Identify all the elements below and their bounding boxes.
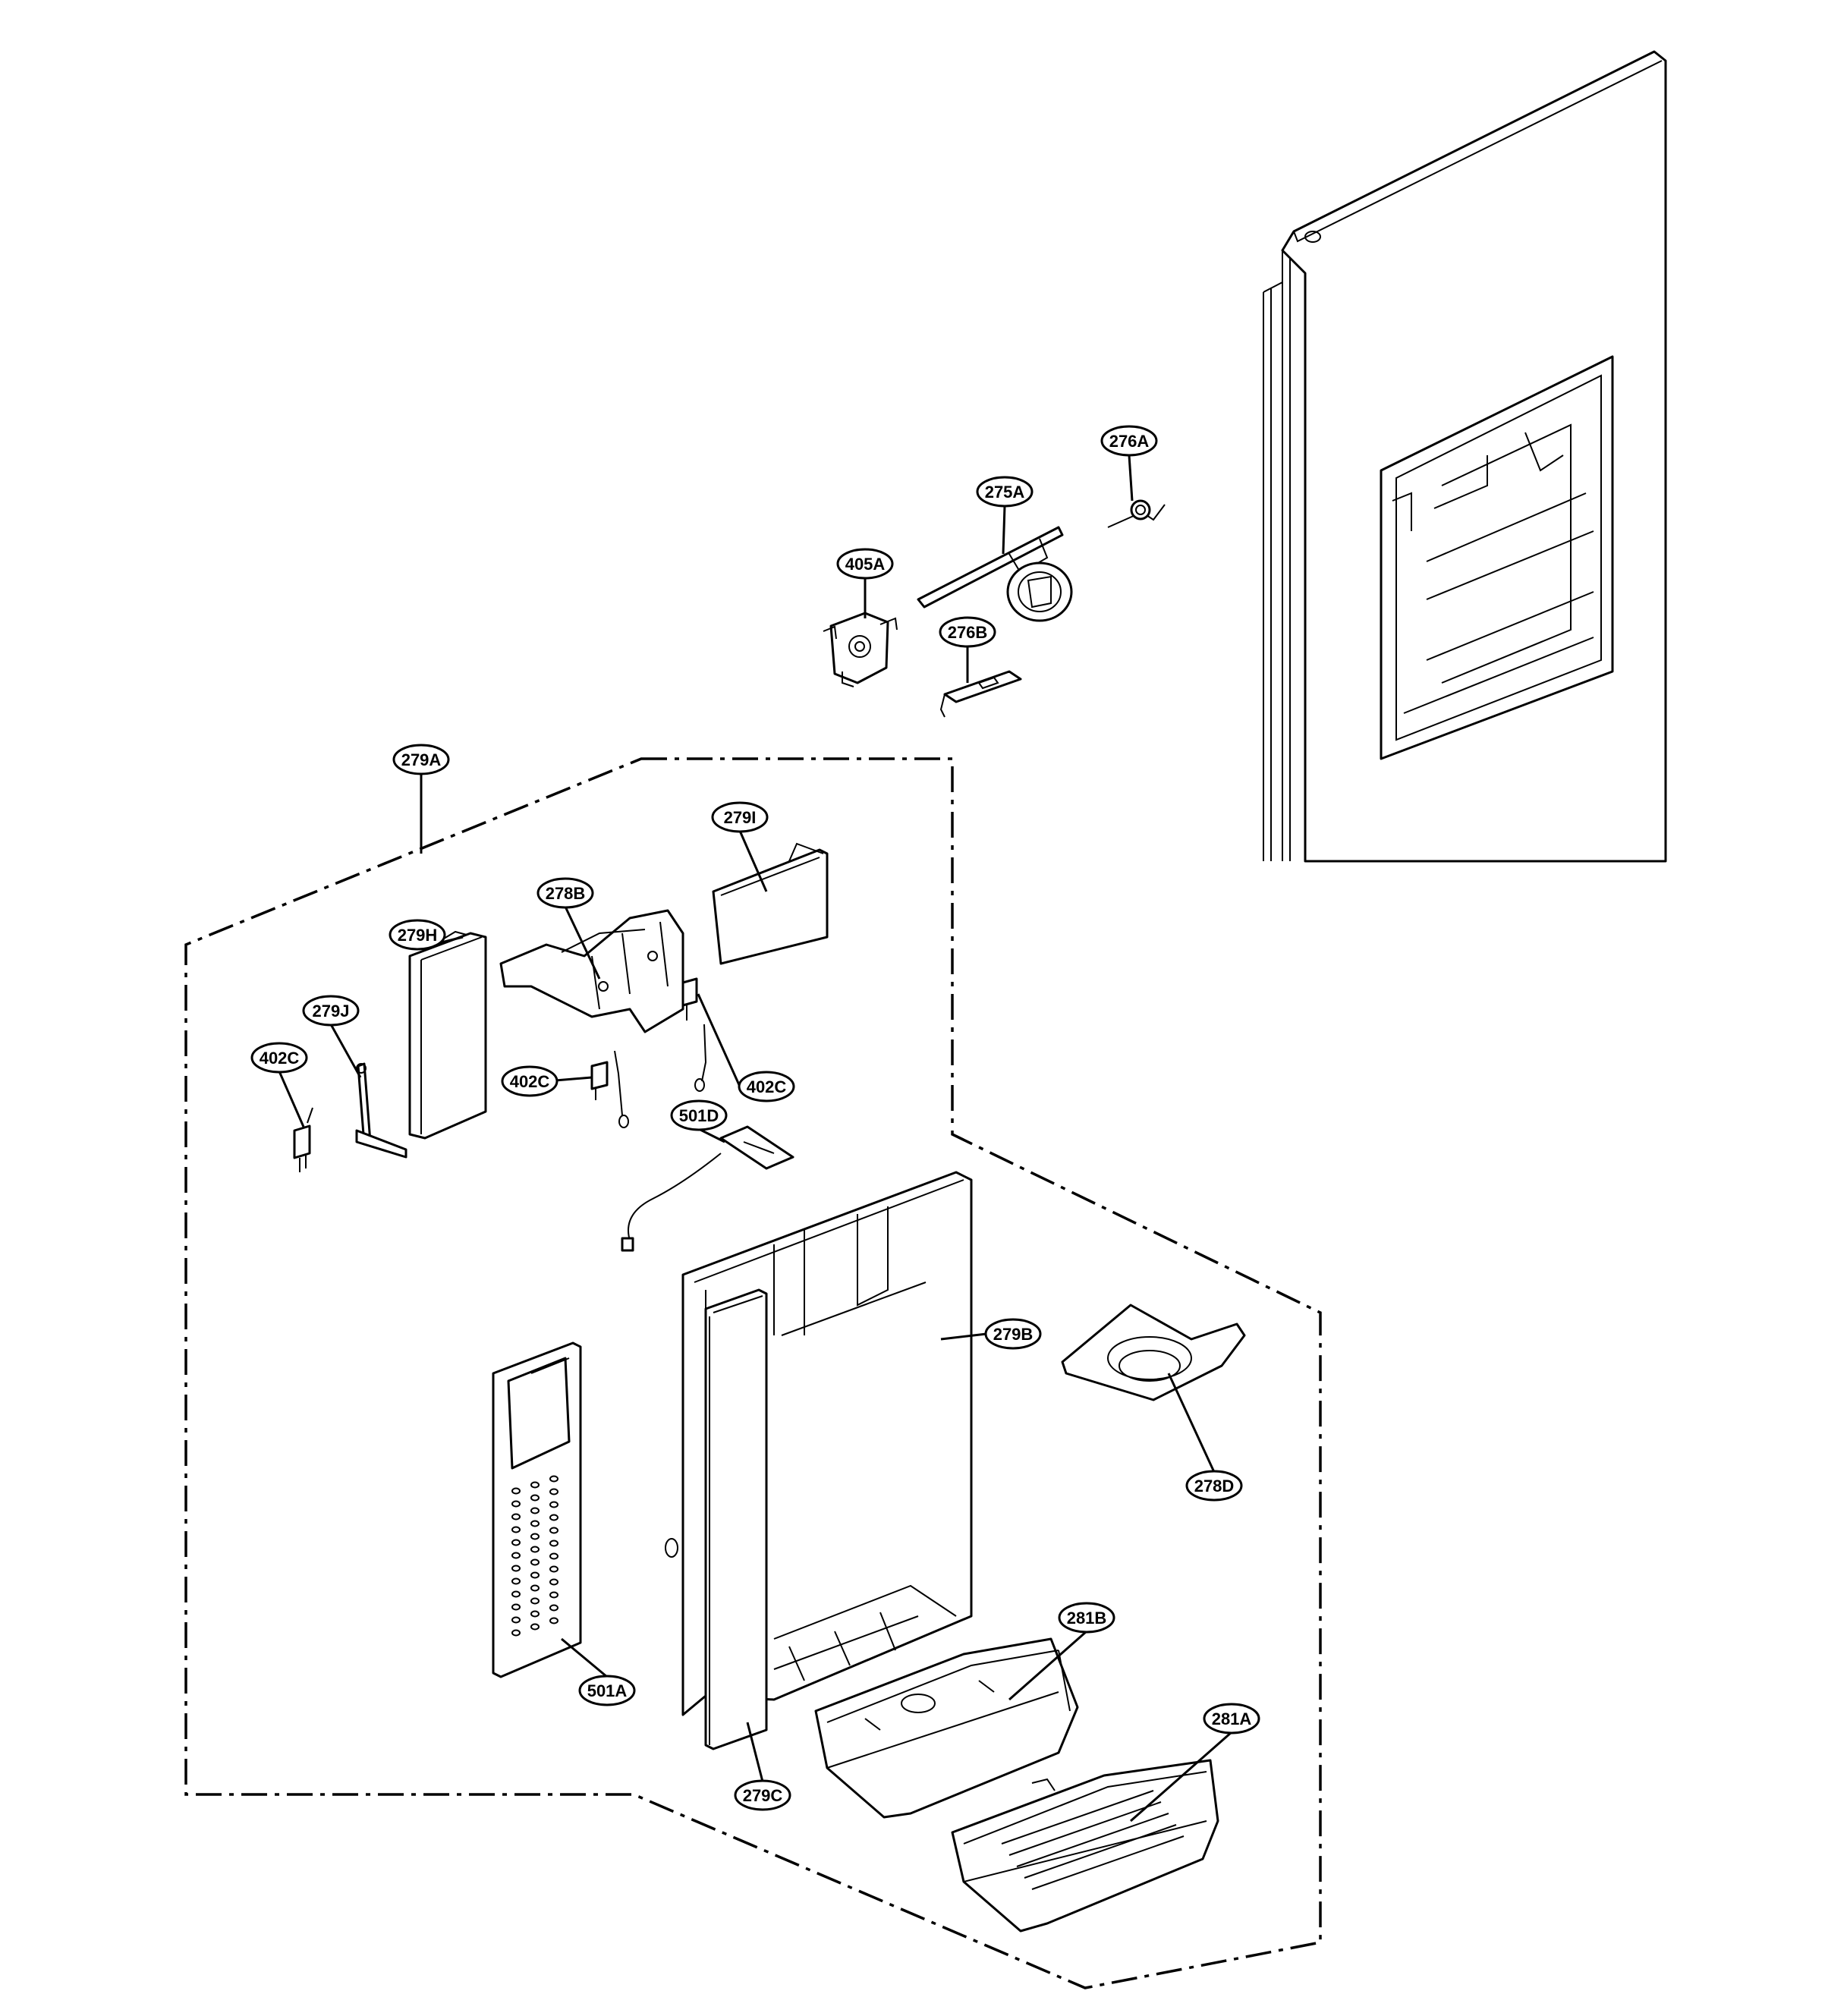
switch-402c-right [681,977,707,1092]
pcb-501a-buttons [511,1475,558,1637]
pcb-button [549,1514,558,1521]
pcb-button [511,1500,521,1508]
pcb-button [549,1501,558,1508]
pcb-button [549,1578,558,1586]
pcb-button [530,1597,540,1605]
pcb-button [530,1558,540,1566]
pcb-button [511,1487,521,1495]
svg-text:279I: 279I [724,808,757,827]
pcb-button [530,1507,540,1514]
svg-text:276A: 276A [1109,432,1150,451]
pcb-button [511,1526,521,1533]
pcb-button [511,1590,521,1598]
pcb-button [511,1603,521,1611]
callout-278d: 278D [1185,1470,1243,1502]
svg-text:279J: 279J [313,1002,350,1021]
lever-279j [355,1062,407,1159]
pcb-button [530,1571,540,1579]
pcb-button [511,1577,521,1585]
pcb-button [530,1494,540,1502]
callout-279b: 279B [984,1318,1042,1350]
pcb-button [549,1591,558,1599]
callout-402c-middle: 402C [501,1065,558,1097]
callout-501a: 501A [578,1675,636,1706]
switch-402c-middle [590,1050,629,1128]
pcb-button [549,1475,558,1483]
callout-279j: 279J [302,995,360,1027]
svg-text:501D: 501D [679,1106,719,1125]
callout-276b: 276B [939,616,996,648]
bracket-276b [939,670,1022,718]
svg-text:278D: 278D [1194,1477,1235,1495]
pcb-button [511,1539,521,1546]
drip-tray-grille-281a [951,1759,1219,1933]
pcb-button [511,1565,521,1572]
svg-text:276B: 276B [948,623,988,642]
leader-lines [278,454,1232,1823]
assembly-boundary-279a [184,757,1322,1989]
svg-text:279C: 279C [743,1786,783,1805]
lever-275a [917,526,1073,622]
callout-281a: 281A [1203,1703,1260,1735]
pcb-button [549,1565,558,1573]
callout-279i: 279I [711,801,769,833]
callout-279h: 279H [389,919,446,951]
svg-text:279A: 279A [401,750,442,769]
svg-text:279H: 279H [398,926,438,945]
svg-text:281B: 281B [1067,1609,1107,1628]
callout-405a: 405A [836,548,894,580]
svg-text:281A: 281A [1212,1709,1252,1728]
svg-text:501A: 501A [587,1681,628,1700]
pcb-button [530,1610,540,1618]
pcb-button [549,1540,558,1547]
pcb-button [530,1623,540,1631]
pcb-button [549,1527,558,1534]
callout-402c-left: 402C [250,1042,308,1074]
callout-278b: 278B [536,877,594,909]
callout-279c: 279C [734,1779,791,1811]
svg-text:402C: 402C [747,1077,787,1096]
svg-text:275A: 275A [985,483,1025,502]
callout-275a: 275A [976,476,1034,508]
pcb-button [530,1533,540,1540]
pcb-button [549,1604,558,1612]
pcb-button [530,1584,540,1592]
callout-281b: 281B [1058,1602,1115,1634]
pcb-button [549,1552,558,1560]
flap-279i [712,842,829,965]
pcb-button [511,1552,521,1559]
cover-279h [408,930,487,1140]
svg-text:402C: 402C [510,1072,550,1091]
pcb-button [511,1629,521,1637]
svg-text:402C: 402C [260,1049,300,1068]
pcb-button [511,1616,521,1624]
pcb-button [549,1488,558,1495]
svg-text:278B: 278B [546,884,586,903]
pcb-button [511,1513,521,1521]
motor-405a [823,612,898,687]
pcb-button [549,1617,558,1624]
callout-402c-right: 402C [738,1071,795,1102]
pcb-button [530,1546,540,1553]
funnel-278d [1061,1304,1246,1401]
pcb-501d [621,1125,794,1252]
callout-276a: 276A [1100,425,1158,457]
panel-279c [704,1288,768,1750]
callout-279a: 279A [392,744,450,775]
refrigerator-door [1263,50,1667,863]
svg-text:279B: 279B [993,1325,1034,1344]
pcb-button [530,1520,540,1527]
bracket-278b [499,909,684,1033]
spring-276a [1107,499,1166,528]
switch-402c-left [293,1107,313,1172]
svg-text:405A: 405A [845,555,886,574]
pcb-button [530,1481,540,1489]
drip-tray-281b [814,1637,1079,1819]
callout-501d: 501D [670,1099,728,1131]
